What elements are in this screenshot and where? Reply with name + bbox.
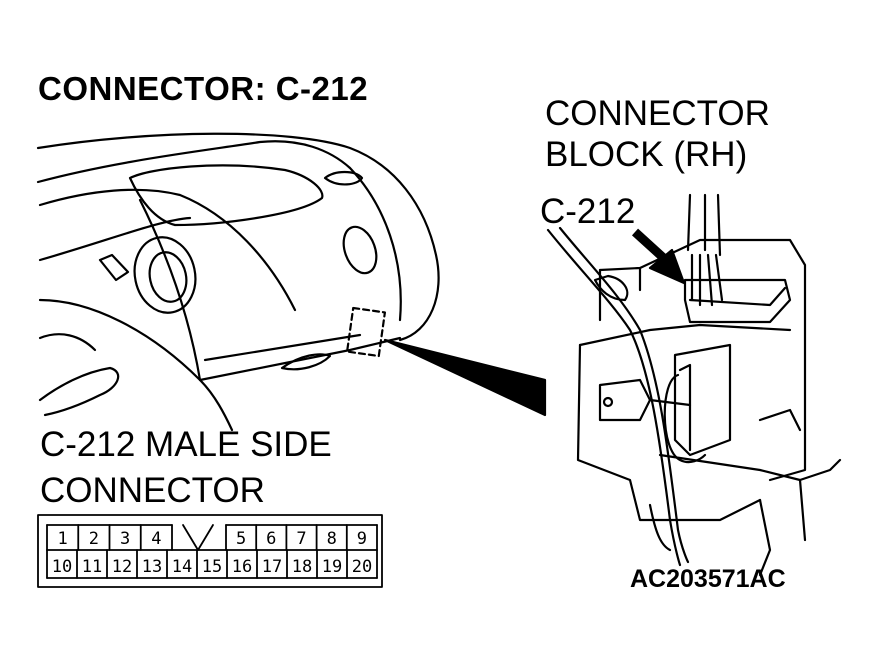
pin-number: 13 (142, 557, 162, 577)
connector-callout-label: C-212 (540, 192, 636, 231)
pin-number: 3 (120, 529, 130, 549)
pin-number: 16 (232, 557, 252, 577)
pin-number: 14 (172, 557, 192, 577)
pin-number: 2 (89, 529, 99, 549)
pin-number: 18 (292, 557, 312, 577)
dashboard-illustration (36, 132, 440, 432)
pin-number: 15 (202, 557, 222, 577)
pin-number: 11 (82, 557, 102, 577)
connector-block-illustration (546, 193, 842, 577)
zoom-callout-wedge (383, 338, 547, 417)
pin-number: 7 (296, 529, 306, 549)
pointer-arrow-icon (631, 228, 686, 285)
pin-number: 1 (58, 529, 68, 549)
pin-number: 6 (266, 529, 276, 549)
connector-block-label-line1: CONNECTOR (545, 94, 770, 133)
pin-number: 20 (352, 557, 372, 577)
pin-number: 5 (236, 529, 246, 549)
connector-pinout (37, 514, 383, 588)
figure-code: AC203571AC (630, 565, 786, 593)
connector-block-label-line2: BLOCK (RH) (545, 135, 748, 174)
pin-number: 17 (262, 557, 282, 577)
pin-number: 8 (327, 529, 337, 549)
pin-number: 19 (322, 557, 342, 577)
pin-number: 10 (52, 557, 72, 577)
pin-number: 9 (357, 529, 367, 549)
diagram-title: CONNECTOR: C-212 (38, 70, 369, 107)
male-side-label-line2: CONNECTOR (40, 471, 265, 510)
pin-number: 12 (112, 557, 132, 577)
pin-number: 4 (151, 529, 161, 549)
male-side-label-line1: C-212 MALE SIDE (40, 425, 332, 464)
